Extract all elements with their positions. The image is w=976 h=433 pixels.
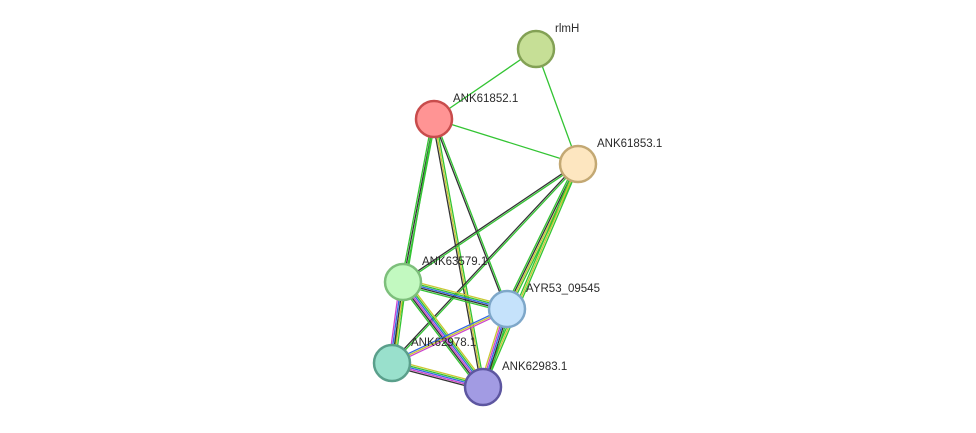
node-AYR53-09545-label: AYR53_09545: [526, 283, 600, 295]
edge-evidence-line: [433, 118, 579, 165]
node-ANK61852-1-label: ANK61852.1: [453, 93, 518, 105]
node-ANK62978-1-circle[interactable]: [372, 343, 412, 383]
edge-ANK63579-1-ANK62983-1[interactable]: [399, 278, 487, 391]
node-rlmH-circle[interactable]: [516, 29, 556, 69]
edge-ANK61853-1-ANK63579-1[interactable]: [401, 162, 580, 284]
edge-evidence-line: [390, 306, 507, 363]
edge-evidence-line: [399, 283, 481, 391]
edge-evidence-line: [401, 281, 484, 389]
edge-AYR53-09545-ANK62978-1[interactable]: [390, 306, 509, 366]
node-AYR53-09545[interactable]: AYR53_09545: [487, 283, 600, 329]
edge-evidence-line: [400, 118, 434, 283]
edge-ANK61852-1-ANK61853-1[interactable]: [433, 118, 579, 165]
edge-evidence-line: [404, 279, 486, 387]
node-ANK61852-1[interactable]: ANK61852.1: [414, 93, 518, 139]
edge-evidence-line: [432, 118, 507, 310]
node-layer: rlmH ANK61852.1 ANK61853.1 ANK63579.1 AY…: [372, 23, 662, 407]
node-ANK63579-1-label: ANK63579.1: [422, 256, 487, 268]
node-AYR53-09545-circle[interactable]: [487, 289, 527, 329]
edge-rlmH-ANK61853-1[interactable]: [535, 48, 579, 165]
edge-ANK61853-1-ANK62978-1[interactable]: [390, 162, 580, 365]
edge-evidence-line: [390, 162, 579, 364]
node-rlmH-label: rlmH: [555, 23, 579, 35]
node-ANK61852-1-circle[interactable]: [414, 99, 454, 139]
edge-evidence-line: [391, 308, 508, 364]
edge-evidence-line: [400, 282, 482, 390]
edge-evidence-line: [535, 48, 579, 165]
edge-evidence-line: [402, 280, 485, 388]
edge-evidence-line: [431, 118, 483, 388]
edge-evidence-line: [401, 162, 579, 282]
edge-evidence-line: [402, 164, 580, 284]
edge-ANK61852-1-ANK62983-1[interactable]: [431, 118, 486, 388]
node-ANK62978-1-label: ANK62978.1: [411, 337, 476, 349]
node-ANK63579-1[interactable]: ANK63579.1: [383, 256, 487, 302]
node-ANK63579-1-circle[interactable]: [383, 262, 423, 302]
edge-evidence-line: [391, 163, 580, 365]
node-ANK62983-1[interactable]: ANK62983.1: [463, 361, 567, 407]
node-ANK62978-1[interactable]: ANK62978.1: [372, 337, 476, 383]
edge-layer: [388, 48, 581, 391]
node-ANK61853-1[interactable]: ANK61853.1: [558, 138, 662, 184]
edge-evidence-line: [433, 48, 537, 120]
edge-evidence-line: [434, 118, 486, 388]
node-ANK62983-1-label: ANK62983.1: [502, 361, 567, 373]
edge-evidence-line: [483, 163, 581, 389]
edge-evidence-line: [482, 163, 579, 388]
edge-evidence-line: [392, 309, 509, 366]
edge-evidence-line: [434, 118, 509, 310]
edge-rlmH-ANK61852-1[interactable]: [433, 48, 537, 120]
edge-ANK61852-1-AYR53-09545[interactable]: [432, 118, 509, 310]
node-ANK61853-1-label: ANK61853.1: [597, 138, 662, 150]
edge-evidence-line: [504, 162, 577, 309]
node-ANK61853-1-circle[interactable]: [558, 144, 598, 184]
edge-evidence-line: [433, 118, 484, 388]
edge-evidence-line: [405, 278, 487, 386]
node-ANK62983-1-circle[interactable]: [463, 367, 503, 407]
node-rlmH[interactable]: rlmH: [516, 23, 579, 69]
